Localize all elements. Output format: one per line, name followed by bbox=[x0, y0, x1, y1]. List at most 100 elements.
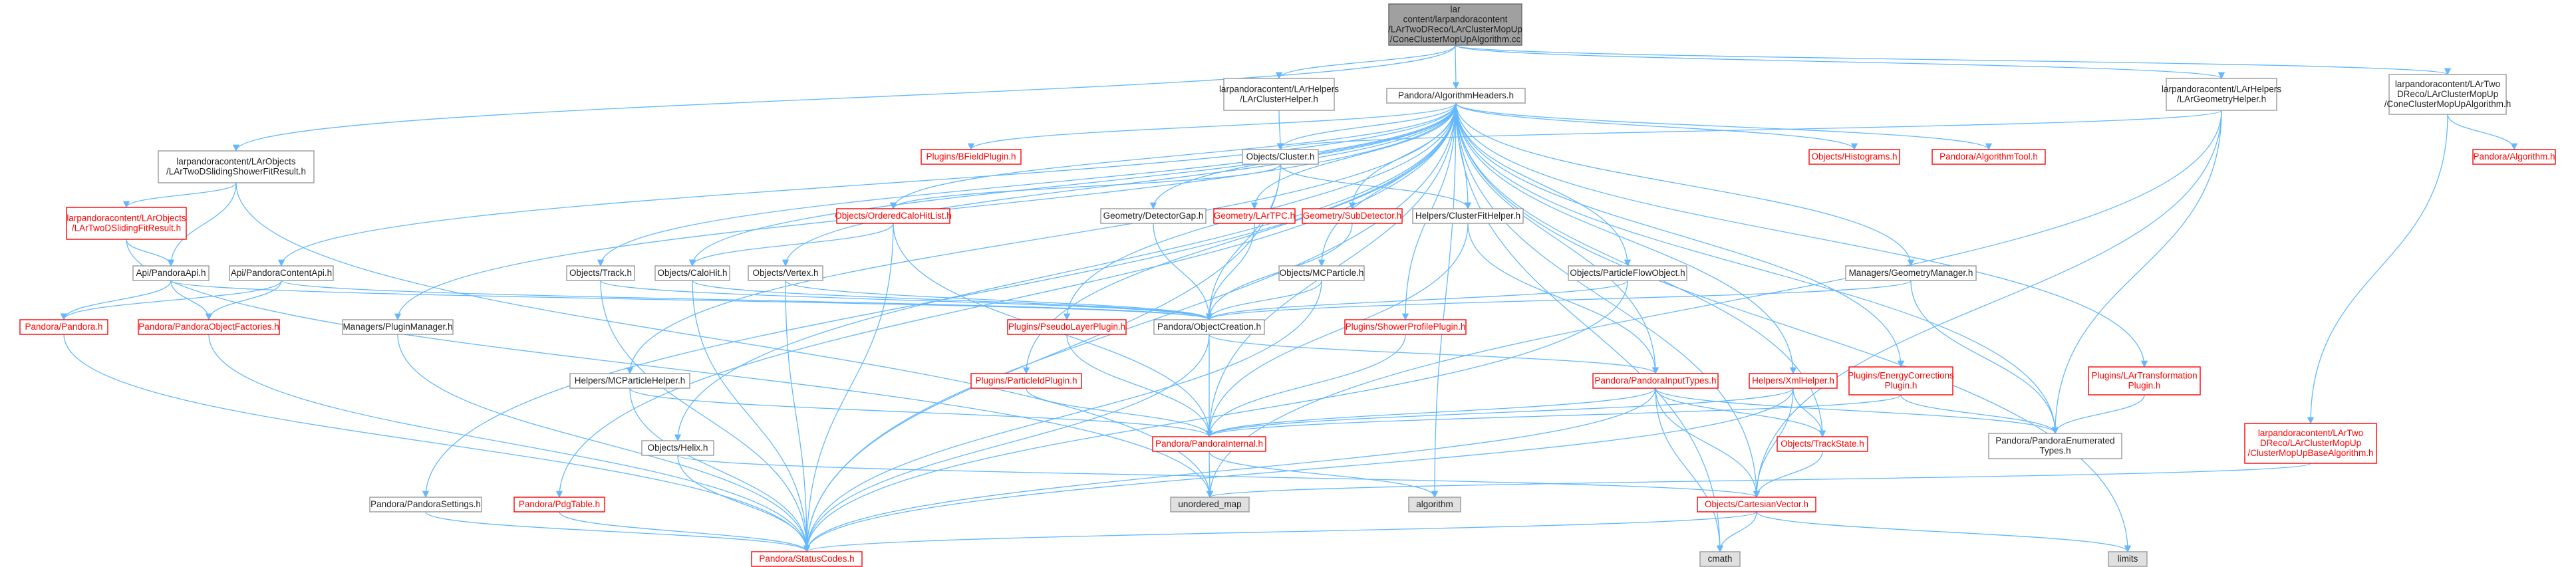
graph-node-label: Objects/Cluster.h bbox=[1246, 152, 1315, 162]
graph-node-cartesian[interactable]: Objects/CartesianVector.h bbox=[1697, 497, 1816, 512]
graph-node-box bbox=[158, 150, 315, 183]
graph-node-geomhelper[interactable]: larpandoracontent/LArHelpers/LArGeometry… bbox=[2162, 78, 2281, 111]
graph-node-label: Objects/OrderedCaloHitList.h bbox=[835, 211, 952, 221]
graph-node-pandorah[interactable]: Pandora/Pandora.h bbox=[19, 319, 108, 335]
graph-node-vertex[interactable]: Objects/Vertex.h bbox=[748, 265, 823, 281]
graph-node-label: Pandora/StatusCodes.h bbox=[759, 554, 854, 564]
graph-node-bfield[interactable]: Plugins/BFieldPlugin.h bbox=[921, 149, 1022, 165]
graph-node-box bbox=[1152, 436, 1266, 452]
graph-node-xmlhelper[interactable]: Helpers/XmlHelper.h bbox=[1749, 373, 1838, 389]
graph-node-label: Plugins/PseudoLayerPlugin.h bbox=[1008, 322, 1125, 332]
include-edge-algheaders-to-track bbox=[597, 102, 1457, 267]
graph-node-label: larpandoracontent/LArObjects bbox=[67, 213, 186, 223]
include-edge-objcreation-to-inputtypes bbox=[1209, 334, 1659, 375]
graph-node-twodfit2[interactable]: larpandoracontent/LArObjects/LArTwoDSlid… bbox=[66, 207, 187, 240]
graph-node-box bbox=[229, 265, 334, 281]
graph-node-pluginmgr[interactable]: Managers/PluginManager.h bbox=[342, 319, 454, 335]
graph-node-box bbox=[1007, 319, 1127, 335]
graph-node-showerprofile[interactable]: Plugins/ShowerProfilePlugin.h bbox=[1344, 319, 1467, 335]
graph-node-mcparticle[interactable]: Objects/MCParticle.h bbox=[1278, 265, 1365, 281]
include-edge-algheaders-to-xmlhelper bbox=[1455, 102, 1797, 375]
graph-node-coneh[interactable]: larpandoracontent/LArTwoDReco/LArCluster… bbox=[2384, 74, 2511, 115]
graph-node-box bbox=[1408, 497, 1461, 512]
graph-node-pdgtable[interactable]: Pandora/PdgTable.h bbox=[513, 497, 605, 512]
graph-node-calohit[interactable]: Objects/CaloHit.h bbox=[654, 265, 730, 281]
include-edge-clusterhelper-to-cluster bbox=[1276, 110, 1284, 151]
graph-node-algorithm[interactable]: Pandora/Algorithm.h bbox=[2472, 149, 2556, 165]
graph-node-cluster[interactable]: Objects/Cluster.h bbox=[1242, 149, 1319, 165]
graph-node-objcreation[interactable]: Pandora/ObjectCreation.h bbox=[1153, 319, 1265, 335]
graph-node-pfo[interactable]: Objects/ParticleFlowObject.h bbox=[1568, 265, 1687, 281]
include-edge-showerprofile-to-internal bbox=[1205, 334, 1406, 438]
graph-node-pseudolayer[interactable]: Plugins/PseudoLayerPlugin.h bbox=[1007, 319, 1127, 335]
include-edge-trackstate-to-cartesian bbox=[1753, 451, 1823, 499]
include-edge-algheaders-to-orderedcalo bbox=[889, 102, 1457, 210]
graph-node-label: Objects/TrackState.h bbox=[1781, 439, 1864, 449]
graph-node-box bbox=[2166, 78, 2277, 111]
graph-node-mcpartHelper[interactable]: Helpers/MCParticleHelper.h bbox=[569, 373, 690, 389]
include-edge-algheaders-to-pdgtable bbox=[555, 102, 1457, 499]
graph-node-cmath: cmath bbox=[1699, 551, 1741, 567]
graph-node-subdetector[interactable]: Geometry/SubDetector.h bbox=[1302, 208, 1403, 224]
graph-node-label: Plugins/EnergyCorrections bbox=[1848, 371, 1954, 381]
graph-node-orderedcalo[interactable]: Objects/OrderedCaloHitList.h bbox=[835, 208, 952, 224]
graph-node-geommgr[interactable]: Managers/GeometryManager.h bbox=[1845, 265, 1977, 281]
graph-node-detectorgap[interactable]: Geometry/DetectorGap.h bbox=[1100, 208, 1207, 224]
graph-node-label: Geometry/DetectorGap.h bbox=[1103, 211, 1204, 221]
graph-node-algtool[interactable]: Pandora/AlgorithmTool.h bbox=[1932, 149, 2046, 165]
graph-node-lartpc[interactable]: Geometry/LArTPC.h bbox=[1213, 208, 1296, 224]
graph-node-label: Managers/PluginManager.h bbox=[343, 322, 452, 332]
graph-node-label: Pandora/AlgorithmTool.h bbox=[1939, 152, 2038, 162]
graph-node-track[interactable]: Objects/Track.h bbox=[566, 265, 635, 281]
graph-node-label: /ConeClusterMopUpAlgorithm.cc bbox=[1390, 35, 1521, 45]
graph-node-objfactories[interactable]: Pandora/PandoraObjectFactories.h bbox=[138, 319, 280, 335]
graph-node-settings[interactable]: Pandora/PandoraSettings.h bbox=[369, 497, 482, 512]
include-edge-algheaders-to-contentapi bbox=[277, 102, 1457, 267]
graph-node-box bbox=[1808, 149, 1900, 165]
graph-node-root[interactable]: larcontent/larpandoracontent/LArTwoDReco… bbox=[1388, 3, 1522, 46]
graph-node-box bbox=[1388, 3, 1522, 46]
graph-node-clusterhelper[interactable]: larpandoracontent/LArHelpers/LArClusterH… bbox=[1219, 78, 1339, 111]
include-edge-root-to-twodfit bbox=[233, 45, 1456, 152]
graph-node-box bbox=[1100, 208, 1207, 224]
include-edge-pdgtable-to-statuscodes bbox=[559, 511, 811, 553]
graph-node-box bbox=[1988, 433, 2122, 459]
graph-node-unorderedmap: unordered_map bbox=[1170, 497, 1250, 512]
graph-node-label: cmath bbox=[1708, 554, 1733, 564]
graph-node-label: Objects/Vertex.h bbox=[752, 268, 818, 278]
graph-node-twodfit[interactable]: larpandoracontent/LArObjects/LArTwoDSlid… bbox=[158, 150, 315, 183]
graph-node-box bbox=[1170, 497, 1250, 512]
graph-node-box bbox=[1845, 265, 1977, 281]
graph-node-trackstate[interactable]: Objects/TrackState.h bbox=[1777, 436, 1868, 452]
graph-node-box bbox=[836, 208, 950, 224]
graph-node-apih[interactable]: Api/PandoraApi.h bbox=[132, 265, 210, 281]
include-edge-orderedcalo-to-statuscodes bbox=[803, 223, 894, 553]
graph-node-label: larpandoracontent/LArObjects bbox=[176, 157, 296, 167]
graph-node-mopupbase[interactable]: larpandoracontent/LArTwoDReco/LArCluster… bbox=[2244, 423, 2377, 464]
graph-node-internal[interactable]: Pandora/PandoraInternal.h bbox=[1152, 436, 1266, 452]
graph-node-box bbox=[566, 265, 635, 281]
include-edge-algheaders-to-limits bbox=[1455, 102, 2132, 553]
graph-node-label: Pandora/ObjectCreation.h bbox=[1157, 322, 1261, 332]
include-edge-coneh-to-mopupbase bbox=[2307, 114, 2448, 425]
graph-node-box bbox=[1932, 149, 2046, 165]
include-edge-inputtypes-to-enumtypes bbox=[1655, 388, 2059, 435]
graph-node-inputtypes[interactable]: Pandora/PandoraInputTypes.h bbox=[1592, 373, 1719, 389]
graph-node-contentapi[interactable]: Api/PandoraContentApi.h bbox=[229, 265, 334, 281]
graph-node-histograms[interactable]: Objects/Histograms.h bbox=[1808, 149, 1900, 165]
include-edge-algheaders-to-mcpartHelper bbox=[626, 102, 1457, 375]
graph-node-box bbox=[1344, 319, 1467, 335]
graph-node-clusterfit[interactable]: Helpers/ClusterFitHelper.h bbox=[1412, 208, 1524, 224]
include-edge-algheaders-to-histograms bbox=[1455, 102, 1858, 151]
include-edge-twodfit-to-twodfit2 bbox=[122, 182, 237, 209]
graph-node-box bbox=[2108, 551, 2148, 567]
graph-node-particleid[interactable]: Plugins/ParticleIdPlugin.h bbox=[970, 373, 1082, 389]
graph-node-helix[interactable]: Objects/Helix.h bbox=[641, 440, 714, 456]
graph-node-box bbox=[369, 497, 482, 512]
graph-node-box bbox=[66, 207, 187, 240]
graph-node-statuscodes[interactable]: Pandora/StatusCodes.h bbox=[751, 551, 863, 567]
graph-node-algheaders[interactable]: Pandora/AlgorithmHeaders.h bbox=[1386, 88, 1526, 104]
